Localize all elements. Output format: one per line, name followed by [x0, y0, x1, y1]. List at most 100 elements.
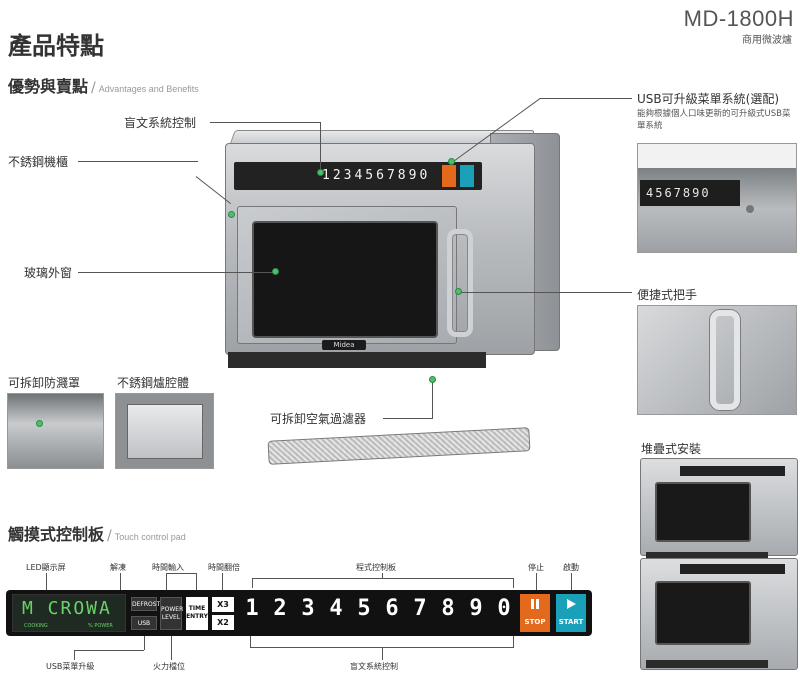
divider-slash: /	[91, 80, 96, 96]
callout-braille: 盲文系統控制	[124, 116, 197, 130]
handle-photo	[637, 305, 797, 415]
stacked-window-upper	[655, 482, 751, 542]
leader-line	[196, 573, 197, 595]
digit-key-6[interactable]: 6	[385, 596, 399, 621]
usb-button[interactable]: USB	[131, 616, 157, 630]
callout-stackable: 堆疊式安裝	[641, 442, 702, 456]
marker-dot	[455, 288, 462, 295]
x3-button[interactable]: X3	[212, 597, 234, 612]
leader-line	[432, 381, 433, 418]
stacked-base-lower	[646, 660, 768, 668]
label-defrost: 解凍	[110, 563, 126, 572]
leader-line	[210, 122, 320, 123]
callout-stainless-cavity: 不銹鋼爐腔體	[117, 376, 190, 390]
callout-stainless-body: 不銹鋼機櫃	[8, 155, 69, 169]
label-program: 程式控制板	[356, 563, 396, 572]
handle-closeup	[710, 310, 740, 410]
digit-key-4[interactable]: 4	[329, 596, 343, 621]
marker-dot	[272, 268, 279, 275]
leader-line	[46, 573, 47, 591]
model-subtitle: 商用微波爐	[742, 35, 792, 46]
usb-photo-digits: 4567890	[640, 180, 740, 206]
advantages-heading: 優勢與賣點/Advantages and Benefits	[8, 73, 199, 97]
marker-dot	[448, 158, 455, 165]
divider-slash: /	[107, 528, 112, 544]
callout-splash-cover: 可拆卸防濺罩	[8, 376, 81, 390]
digit-key-2[interactable]: 2	[273, 596, 287, 621]
leader-line	[78, 272, 274, 273]
marker-dot	[228, 211, 235, 218]
leader-line	[540, 98, 632, 99]
touch-subtitle: Touch control pad	[114, 532, 186, 542]
leader-line	[460, 292, 632, 293]
leader-line	[382, 648, 383, 660]
leader-line	[383, 418, 433, 419]
microwave-handle	[447, 229, 473, 337]
callout-air-filter: 可拆卸空氣過濾器	[270, 412, 367, 426]
callout-glass-window: 玻璃外窗	[24, 266, 73, 280]
digit-key-1[interactable]: 1	[245, 596, 259, 621]
microwave-stop-key	[442, 165, 456, 187]
program-bracket	[252, 578, 514, 588]
cavity-interior	[127, 404, 203, 459]
leader-line	[536, 573, 537, 595]
microwave-window	[252, 221, 438, 338]
digit-key-9[interactable]: 9	[469, 596, 483, 621]
callout-handle: 便捷式把手	[637, 288, 698, 302]
marker-dot	[317, 169, 324, 176]
microwave-start-key	[460, 165, 474, 187]
digit-key-5[interactable]: 5	[357, 596, 371, 621]
time-entry-button[interactable]: TIME ENTRY	[186, 597, 208, 630]
leader-line	[571, 573, 572, 595]
stacked-panel-upper	[680, 466, 785, 476]
power-level-button[interactable]: POWER LEVEL	[160, 597, 183, 630]
led-power-label: % POWER	[88, 623, 113, 629]
leader-line	[382, 573, 383, 578]
marker-dot	[429, 376, 436, 383]
splash-cover-photo	[7, 393, 104, 469]
usb-port-icon	[746, 205, 754, 213]
microwave-vent-base	[228, 352, 486, 368]
digit-key-7[interactable]: 7	[413, 596, 427, 621]
leader-line	[222, 573, 223, 595]
page-title: 產品特點	[8, 32, 104, 60]
led-display	[12, 594, 126, 632]
digit-key-0[interactable]: 0	[497, 596, 511, 621]
leader-line	[120, 573, 121, 599]
label-usb: USB菜單升級	[46, 662, 95, 671]
leader-line	[74, 650, 75, 660]
defrost-button[interactable]: DEFROST	[131, 597, 160, 611]
leader-line	[166, 573, 196, 574]
microwave-panel-digits: 1234567890	[322, 168, 431, 183]
leader-line	[74, 650, 144, 651]
braille-bracket	[250, 636, 514, 648]
leader-line	[78, 161, 198, 162]
label-stop: 停止	[528, 563, 544, 572]
label-time-double: 時間翻倍	[208, 563, 240, 572]
leader-line	[320, 122, 321, 172]
led-cooking-label: COOKING	[24, 623, 48, 629]
callout-usb-title: USB可升級菜單系統(選配)	[637, 92, 779, 106]
digit-key-3[interactable]: 3	[301, 596, 315, 621]
x2-button[interactable]: X2	[212, 615, 234, 630]
touch-title: 觸摸式控制板	[8, 525, 105, 544]
leader-line	[144, 636, 145, 650]
brand-logo: Midea	[322, 340, 366, 350]
leader-line	[171, 636, 172, 660]
led-display-text: M CROWA	[22, 598, 112, 619]
stacked-window-lower	[655, 581, 751, 645]
stacked-panel-lower	[680, 564, 785, 574]
label-start: 啟動	[563, 563, 579, 572]
stop-button[interactable]: STOP	[520, 594, 550, 632]
touch-heading: 觸摸式控制板/Touch control pad	[8, 521, 186, 545]
digit-key-8[interactable]: 8	[441, 596, 455, 621]
label-time-entry: 時間輸入	[152, 563, 184, 572]
label-led: LED顯示屏	[26, 563, 66, 572]
stacked-base-upper	[646, 552, 768, 558]
leader-line	[166, 573, 167, 597]
advantages-subtitle: Advantages and Benefits	[98, 84, 199, 94]
label-braille: 盲文系統控制	[350, 662, 398, 671]
label-power: 火力檔位	[153, 662, 185, 671]
pause-icon	[531, 599, 539, 609]
callout-usb-description: 能夠根據個人口味更新的可升級式USB菜單系統	[637, 109, 791, 131]
